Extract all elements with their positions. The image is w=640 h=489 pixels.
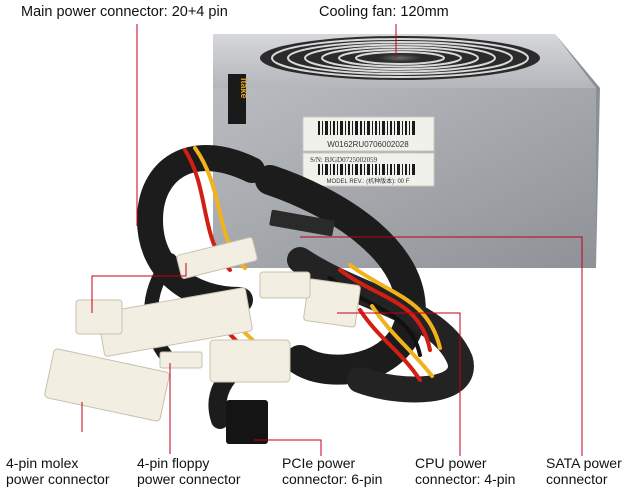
yellow-wire <box>370 304 434 378</box>
sata-connector <box>269 209 335 237</box>
barcode-icon <box>318 121 415 135</box>
serial-sticker-bottom: S/N: BJGD0725002059 MODEL REV.: (机种版本): … <box>302 152 435 187</box>
label-pcie-line2: connector: 6-pin <box>282 471 383 487</box>
model-rev-text: MODEL REV.: (机种版本): 00 F <box>327 177 410 185</box>
red-wire <box>338 268 432 352</box>
leader-line-floppy-top <box>91 263 187 313</box>
barcode-icon <box>318 164 415 175</box>
main-power-connector <box>97 287 253 357</box>
label-sata-line2: connector <box>546 471 608 487</box>
leader-line-sata <box>300 236 583 456</box>
red-wire <box>358 308 422 382</box>
serial-text: S/N: BJGD0725002059 <box>310 156 378 164</box>
label-molex-line1: 4-pin molex <box>6 455 79 471</box>
cpu-connector-2 <box>259 271 311 299</box>
label-sata: SATA power connector <box>546 455 622 487</box>
cpu-connector <box>303 278 361 328</box>
main-power-connector-aux <box>75 299 123 335</box>
label-floppy-line1: 4-pin floppy <box>137 455 210 471</box>
molex-connector <box>44 348 170 422</box>
label-floppy-line2: power connector <box>137 471 241 487</box>
connectors <box>44 209 361 444</box>
label-cpu-line2: connector: 4-pin <box>415 471 516 487</box>
label-sata-line1: SATA power <box>546 455 622 471</box>
label-cooling-fan: Cooling fan: 120mm <box>319 4 449 20</box>
label-pcie-line1: PCIe power <box>282 455 356 471</box>
serial-sticker-top: W0162RU0706002028 <box>302 116 435 152</box>
floppy-connector-top <box>176 237 258 279</box>
leader-line-pcie <box>254 439 322 456</box>
floppy-connector <box>159 351 203 369</box>
label-cpu-line1: CPU power <box>415 455 487 471</box>
label-molex: 4-pin molex power connector <box>6 455 110 487</box>
label-pcie: PCIe power connector: 6-pin <box>282 455 382 487</box>
label-molex-line2: power connector <box>6 471 110 487</box>
label-floppy: 4-pin floppy power connector <box>137 455 241 487</box>
yellow-wire <box>348 263 442 350</box>
leader-line-cpu <box>337 312 461 456</box>
brand-tag-text: ltake <box>239 78 249 99</box>
cooling-fan-grille <box>260 36 540 80</box>
label-main-power: Main power connector: 20+4 pin <box>21 4 228 20</box>
leader-lines <box>81 24 583 456</box>
molex-connector-2 <box>209 339 291 383</box>
pcie-connector <box>226 400 268 444</box>
label-cpu: CPU power connector: 4-pin <box>415 455 515 487</box>
serial-top-text: W0162RU0706002028 <box>327 140 409 149</box>
brand-tag: ltake <box>228 74 249 124</box>
